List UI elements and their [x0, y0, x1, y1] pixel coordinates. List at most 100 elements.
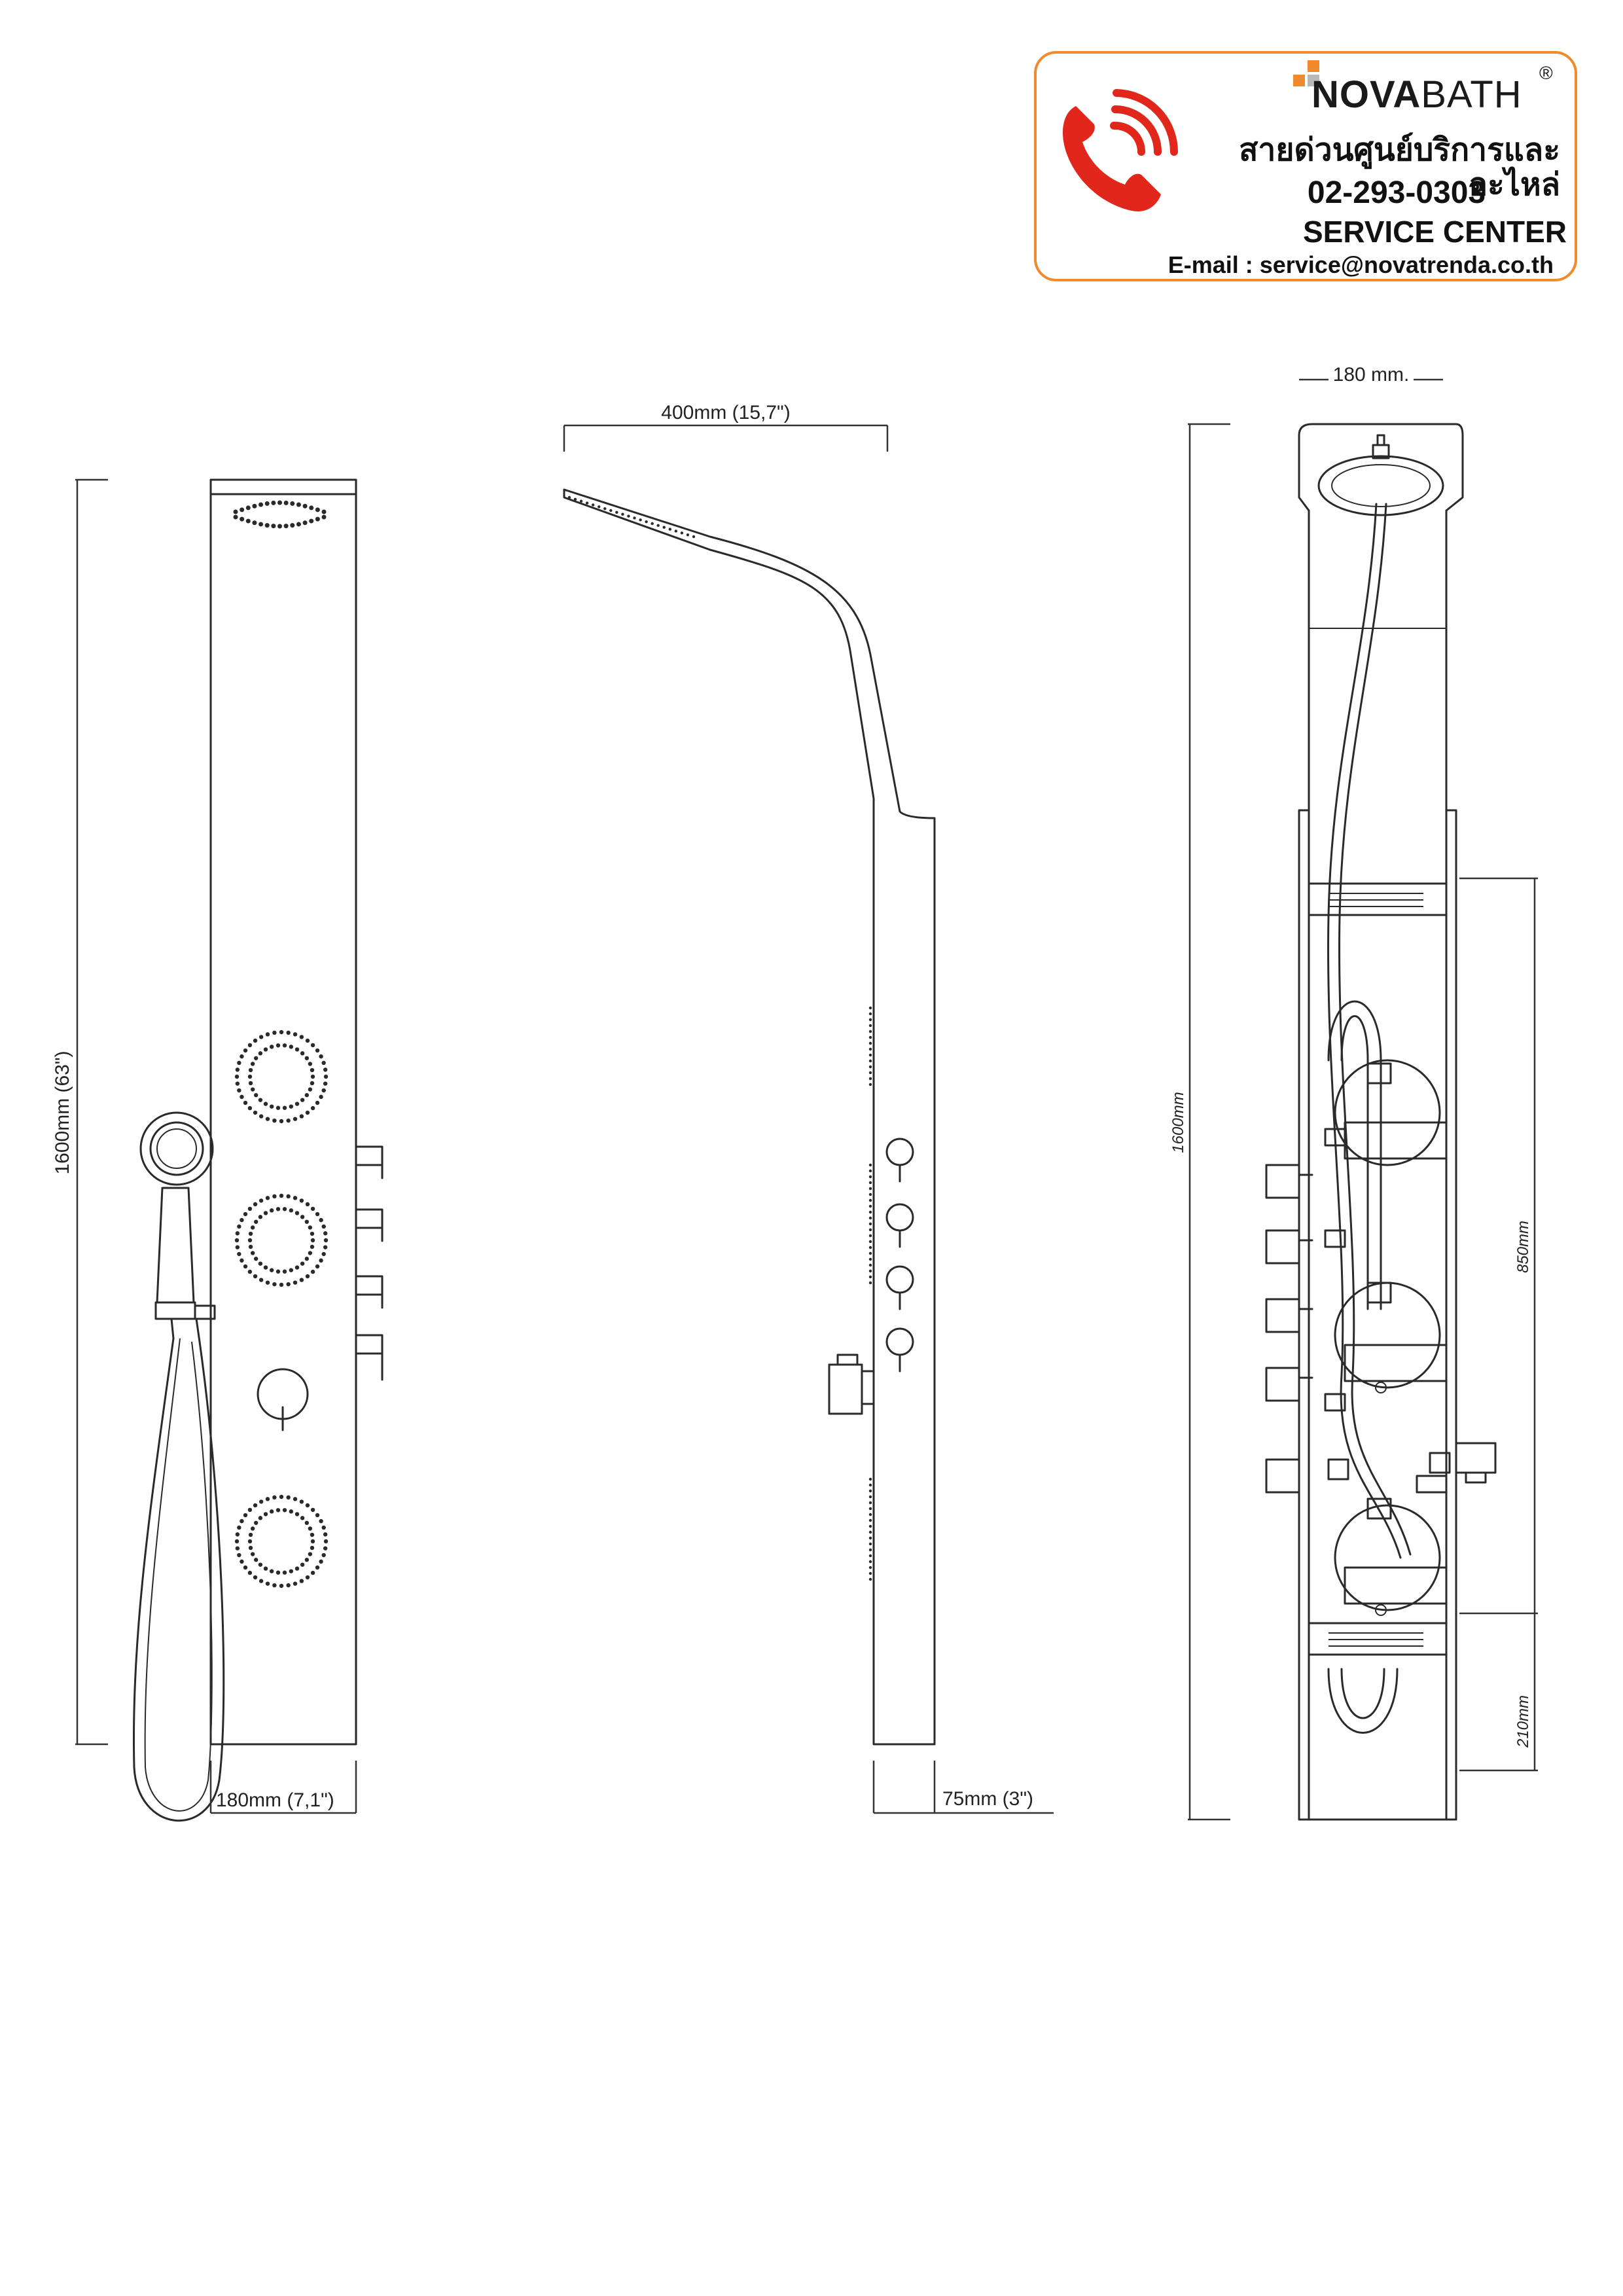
- jet-dot: [250, 1087, 255, 1092]
- top-nozzle-dot: [264, 523, 270, 528]
- side-jet-dash: [868, 1030, 872, 1033]
- top-nozzle-dot: [233, 514, 238, 520]
- jet-dot: [234, 1074, 240, 1079]
- side-jet-dash: [868, 1216, 872, 1220]
- jet-dot: [294, 1512, 300, 1516]
- jet-dot: [247, 1539, 253, 1544]
- rain-nozzle-dot: [615, 511, 618, 514]
- jet-dot: [293, 1117, 298, 1121]
- top-nozzle-dot: [245, 518, 251, 524]
- side-jet-dash: [868, 1187, 872, 1191]
- jet-dot: [310, 1269, 315, 1274]
- jet-dot: [323, 1546, 328, 1551]
- jet-dot: [276, 1508, 281, 1513]
- top-nozzle-dot: [259, 522, 264, 527]
- side-jet-dash: [868, 1560, 872, 1564]
- jet-dot: [289, 1268, 294, 1272]
- jet-dot: [299, 1198, 304, 1203]
- jet-dot: [259, 1114, 264, 1119]
- jet-dot: [237, 1088, 241, 1093]
- rain-nozzle-dot: [656, 524, 660, 528]
- top-nozzle-dot: [271, 524, 276, 529]
- side-jet-dash: [868, 1169, 872, 1173]
- jet-dot: [250, 1062, 255, 1066]
- jet-dot: [294, 1566, 300, 1571]
- side-jet-dash: [868, 1012, 872, 1016]
- jet-dot: [310, 1074, 315, 1079]
- jet-dot: [269, 1208, 274, 1213]
- top-nozzle-dot: [321, 509, 327, 514]
- jet-dot: [243, 1513, 248, 1518]
- jet-dot: [272, 1282, 277, 1287]
- jet-dot: [253, 1056, 259, 1060]
- rain-nozzle-dot: [651, 522, 654, 526]
- back-frame: [1298, 423, 1464, 1821]
- jet-dot: [300, 1562, 305, 1567]
- jet-dot: [248, 1081, 253, 1086]
- jet-dot: [323, 1074, 329, 1079]
- jet-dot: [247, 1238, 253, 1243]
- service-center-title: SERVICE CENTER: [1302, 215, 1567, 249]
- jet-dot: [305, 1202, 310, 1207]
- jet-dot: [248, 1067, 253, 1073]
- jet-dot: [253, 1110, 258, 1115]
- jet-dot: [315, 1264, 320, 1269]
- top-nozzle-dot: [309, 505, 314, 511]
- jet-dot: [243, 1048, 248, 1053]
- top-nozzle-dot: [259, 502, 264, 507]
- back-width-label: 180 mm.: [1333, 364, 1410, 386]
- jet-dot: [269, 1509, 274, 1514]
- jet-dot: [240, 1217, 244, 1223]
- jet-dot: [310, 1244, 315, 1249]
- novabath-logo-mark-icon: [1293, 60, 1319, 86]
- jet-dot: [240, 1258, 244, 1263]
- jet-dot: [258, 1098, 263, 1102]
- side-jet-dash: [868, 1193, 872, 1196]
- jet-dot: [235, 1532, 240, 1537]
- front-view: 1600mm (63"): [52, 478, 383, 1822]
- jet-dot: [319, 1258, 323, 1263]
- jet-dot: [279, 1494, 284, 1499]
- jet-dot: [294, 1047, 300, 1052]
- jet-dot: [237, 1060, 241, 1066]
- jet-dot: [276, 1570, 281, 1575]
- jet-dot: [240, 1094, 244, 1100]
- jet-dot: [265, 1117, 270, 1121]
- jet-dot: [263, 1047, 268, 1052]
- jet-dot: [310, 1545, 315, 1551]
- jet-dot: [286, 1495, 291, 1500]
- side-jet-dash: [868, 1065, 872, 1069]
- side-jet-dash: [868, 1246, 872, 1249]
- jet-dot: [253, 1093, 259, 1098]
- brand-name-light: BATH: [1421, 73, 1522, 116]
- top-nozzle-dot: [315, 516, 320, 522]
- jet-dot: [250, 1225, 255, 1230]
- jet-dot: [240, 1518, 244, 1524]
- jet-dot: [237, 1224, 241, 1229]
- jet-dot: [299, 1035, 304, 1039]
- side-jet-dash: [868, 1204, 872, 1208]
- jet-dot: [269, 1045, 274, 1049]
- jet-dot: [235, 1067, 240, 1072]
- jet-dot: [269, 1569, 274, 1573]
- side-jet-dash: [868, 1053, 872, 1057]
- jet-dot: [253, 1575, 258, 1580]
- side-jet-dash: [868, 1018, 872, 1022]
- side-jet-dash: [868, 1222, 872, 1226]
- jet-dot: [258, 1516, 263, 1520]
- jet-dot: [319, 1217, 323, 1223]
- valves: [1324, 1062, 1451, 1520]
- side-jet-dash: [868, 1198, 872, 1202]
- side-jet-dash: [868, 1566, 872, 1570]
- jet-dot: [305, 1503, 310, 1508]
- jet-dot: [299, 1579, 304, 1583]
- top-nozzle-dots: [233, 500, 327, 529]
- jet-dot: [272, 1118, 277, 1123]
- rain-nozzle-dot: [579, 499, 583, 503]
- jet-dot: [253, 1558, 259, 1562]
- side-jet-dash: [868, 1234, 872, 1238]
- back-side-buttons: [1265, 1164, 1313, 1494]
- side-jet-dash: [868, 1554, 872, 1558]
- jet-dot: [319, 1518, 323, 1524]
